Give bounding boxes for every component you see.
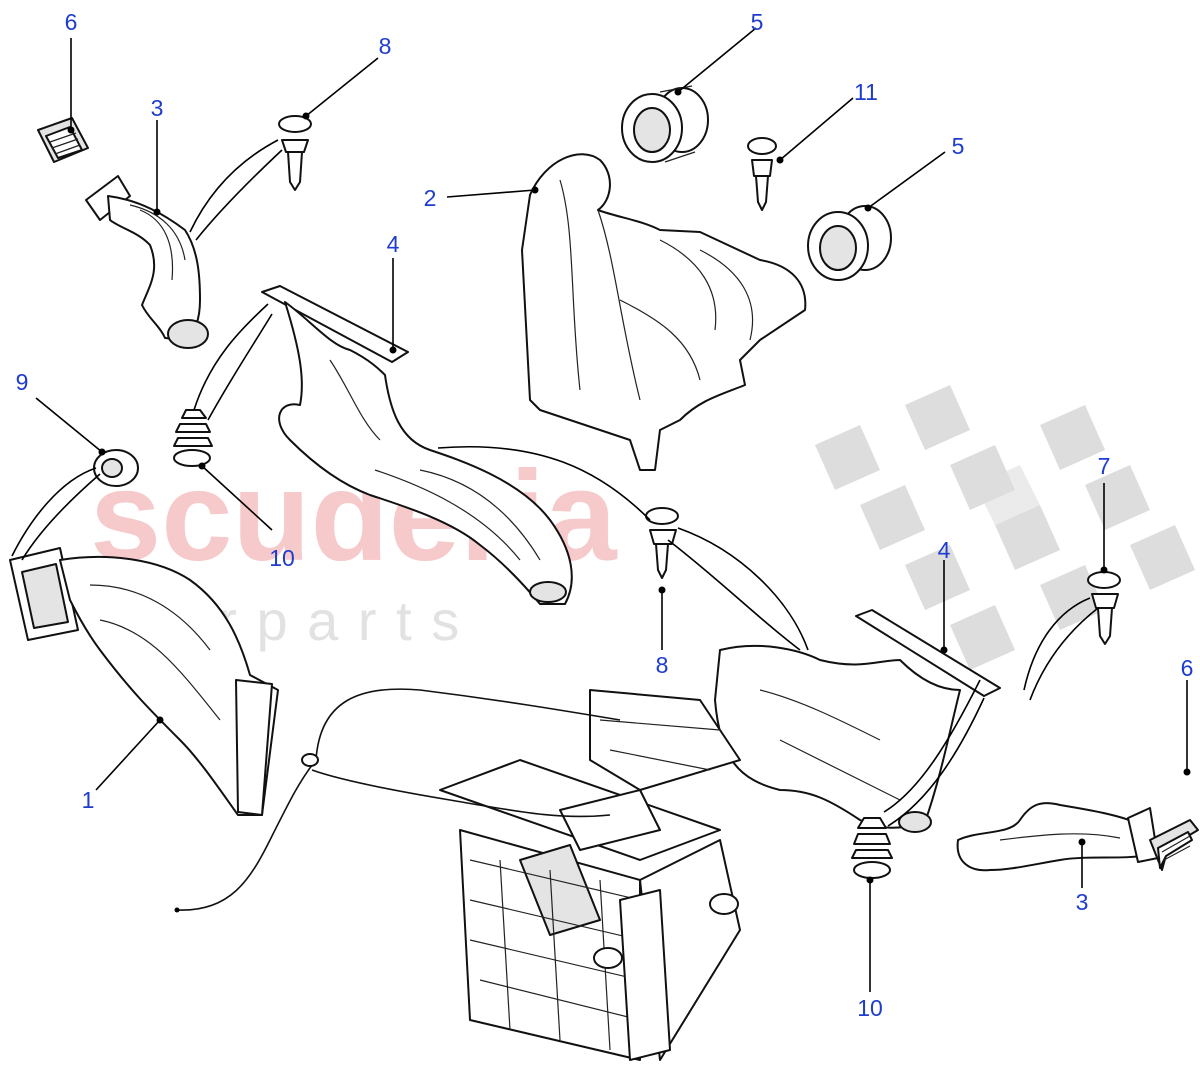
control-cable <box>174 688 621 913</box>
part-10-fir-tree-clip-left <box>173 409 213 467</box>
part-5-ring-upper <box>621 85 709 163</box>
heater-unit-assembly <box>439 689 741 1061</box>
callout-10-right: 10 <box>857 995 883 1021</box>
callout-labels: 6 3 8 2 4 5 11 5 9 10 1 8 4 7 6 3 10 <box>16 9 1194 1021</box>
leader-dots <box>67 88 1191 884</box>
part-11-push-clip <box>747 137 777 211</box>
callout-3-upper: 3 <box>151 95 164 121</box>
checkered-flag-logo <box>815 385 1195 670</box>
callout-8-upper: 8 <box>379 33 392 59</box>
callout-6-upper: 6 <box>65 9 78 35</box>
part-7-push-clip <box>1087 571 1121 645</box>
callout-10-left: 10 <box>269 545 295 571</box>
callout-6-right: 6 <box>1181 655 1194 681</box>
callout-8-middle: 8 <box>656 652 669 678</box>
part-6-vent-grille-left <box>37 117 89 163</box>
callout-9: 9 <box>16 369 29 395</box>
callout-4-centre: 4 <box>387 231 400 257</box>
callout-5-upper: 5 <box>751 9 764 35</box>
callout-5-right: 5 <box>952 133 965 159</box>
part-8-push-clip-middle <box>645 507 679 579</box>
callout-1: 1 <box>82 787 95 813</box>
part-5-ring-right <box>807 205 892 281</box>
part-9-grommet <box>93 449 139 487</box>
part-3-duct-right <box>956 802 1159 872</box>
callout-3-right: 3 <box>1076 889 1089 915</box>
part-2-manifold-duct <box>521 153 807 471</box>
callout-4-right: 4 <box>938 537 951 563</box>
part-4-duct-right <box>714 609 1001 833</box>
part-4-duct-centre <box>261 285 573 605</box>
leader-lines <box>11 27 1188 992</box>
callout-7: 7 <box>1098 453 1111 479</box>
part-1-duct-lower-left <box>9 547 279 816</box>
callout-11: 11 <box>854 79 878 105</box>
part-8-push-clip-upper <box>278 115 312 191</box>
part-6-vent-grille-right <box>1149 819 1199 871</box>
part-10-fir-tree-clip-right <box>851 817 893 879</box>
part-3-duct-left <box>85 175 209 349</box>
callout-2: 2 <box>424 185 437 211</box>
